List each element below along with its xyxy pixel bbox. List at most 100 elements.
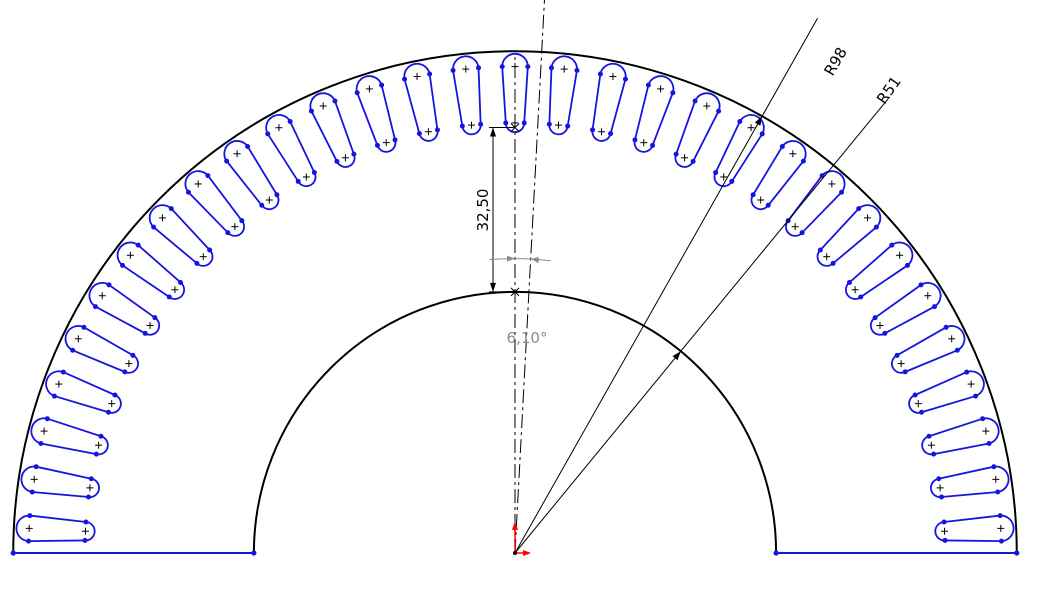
slot-point (379, 82, 385, 88)
slot-point (830, 260, 836, 266)
slot-point (973, 393, 979, 399)
slot-point (120, 262, 126, 268)
slot-point (259, 202, 265, 208)
slot-outline (265, 114, 317, 188)
slot-point (29, 489, 35, 495)
slot-point (889, 242, 895, 248)
slot-point (499, 64, 505, 70)
dim-outer-radius[interactable]: R98 (820, 44, 850, 79)
slot (785, 170, 846, 237)
slot-outline (45, 370, 122, 414)
slot-point (93, 451, 99, 457)
slot-point (287, 119, 293, 125)
slot-point (295, 178, 301, 184)
slot-point (597, 71, 603, 77)
slot-point (645, 82, 651, 88)
slot-point (632, 137, 638, 143)
slot (15, 513, 96, 544)
slot-pattern[interactable] (15, 52, 1015, 544)
slot-point (800, 158, 806, 164)
slot-point (308, 108, 314, 114)
slot-point (85, 494, 91, 500)
slot-point (168, 206, 174, 212)
slot-point (817, 247, 823, 253)
slot-point (932, 304, 938, 310)
slot-point (185, 189, 191, 195)
slot-outline (309, 92, 356, 168)
radius-inner-leader (514, 97, 890, 554)
slot (934, 513, 1015, 544)
slot-point (207, 247, 213, 253)
slot-point (902, 369, 908, 375)
slot-outline (845, 241, 914, 300)
radius-outer-arrow (754, 116, 763, 126)
sketch-origin-icon[interactable] (512, 521, 531, 556)
slot-point (374, 142, 380, 148)
slot-point (590, 127, 596, 133)
slot-point (194, 260, 200, 266)
slot-point (622, 76, 628, 82)
slot-point (939, 494, 945, 500)
slot-point (839, 189, 845, 195)
slot-point (478, 121, 484, 127)
slot-outline (633, 75, 675, 153)
slot-point (70, 347, 76, 353)
slot-point (856, 206, 862, 212)
slot-point (122, 369, 128, 375)
slot-point (33, 464, 39, 470)
centerline-angled (514, 0, 545, 554)
origin-y-arrow (512, 521, 518, 530)
slot (402, 62, 440, 142)
slot-point (759, 131, 765, 137)
slot-point (427, 71, 433, 77)
slot-point (858, 294, 864, 300)
slot-point (459, 123, 465, 129)
slot (308, 92, 357, 168)
slot-point (750, 192, 756, 198)
sketch-point (10, 550, 16, 556)
slot-outline (403, 62, 439, 142)
slot-point (995, 489, 1001, 495)
slot-point (402, 76, 408, 82)
dim-slot-angle[interactable]: 6,10° (507, 329, 548, 347)
slot-point (716, 108, 722, 114)
slot-point (872, 315, 878, 321)
slot-point (926, 433, 932, 439)
dim-slot-depth[interactable]: 32,50 (474, 189, 492, 232)
slot-point (894, 352, 900, 358)
slot (750, 140, 807, 211)
slot (148, 204, 214, 267)
angle-dim-arc (489, 258, 551, 262)
slot-point (332, 98, 338, 104)
slot-point (476, 65, 482, 71)
slot-point (450, 67, 456, 73)
slot-point (799, 230, 805, 236)
outer-arc (12, 50, 1018, 554)
slot-point (912, 392, 918, 398)
slot-point (152, 315, 158, 321)
slot-point (112, 392, 118, 398)
slot-point (354, 90, 360, 96)
radius-inner-arrow (672, 351, 681, 361)
slot-point (83, 519, 89, 525)
slot-outline (921, 417, 1000, 456)
slot-point (765, 202, 771, 208)
slot-point (392, 137, 398, 143)
slot-point (525, 64, 531, 70)
slot-point (548, 65, 554, 71)
dim-inner-radius[interactable]: R51 (873, 73, 905, 108)
slot-point (779, 143, 785, 149)
endpoint-mark (510, 123, 520, 132)
slot-point (130, 352, 136, 358)
slot (869, 282, 942, 336)
slot-point (416, 131, 422, 137)
slot-point (692, 98, 698, 104)
slot (632, 75, 676, 153)
slot-point (670, 90, 676, 96)
slot (930, 464, 1010, 500)
slot-point (574, 67, 580, 73)
slot-point (26, 538, 32, 544)
slot-outline (116, 241, 185, 300)
